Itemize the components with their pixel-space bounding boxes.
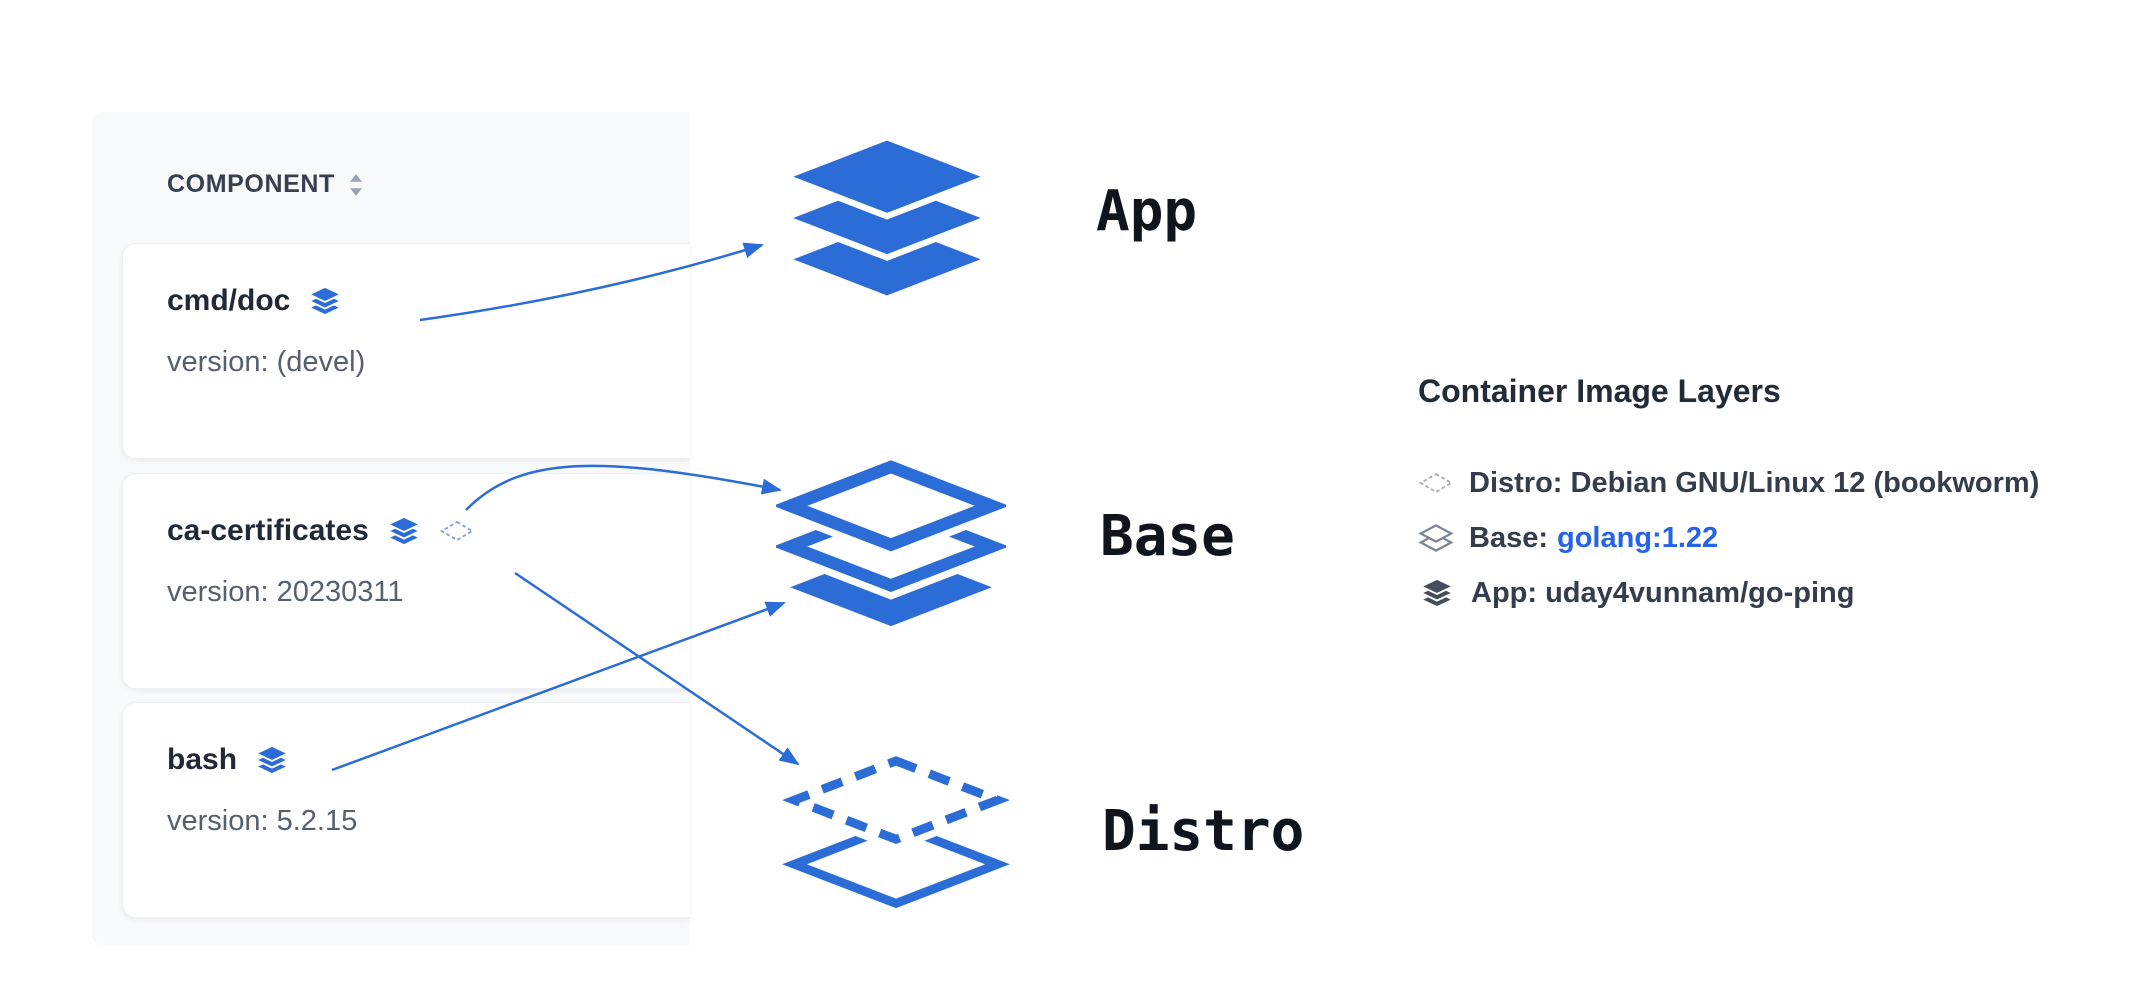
- component-name: cmd/doc: [167, 284, 291, 317]
- sort-updown-icon[interactable]: [347, 173, 365, 197]
- legend: Container Image Layers Distro: Debian GN…: [1418, 372, 2118, 610]
- layers-solid-icon: [307, 285, 344, 317]
- layers-solid-icon: [1418, 577, 1456, 609]
- base-layer-stack-icon: [776, 458, 1006, 627]
- component-name: bash: [167, 743, 238, 776]
- legend-item-app: App: uday4vunnam/go-ping: [1418, 576, 2118, 610]
- app-layer-stack-icon: [775, 133, 999, 303]
- legend-title: Container Image Layers: [1418, 373, 1781, 409]
- stack-label-distro: Distro: [1102, 799, 1305, 864]
- component-name: ca-certificates: [167, 514, 369, 547]
- golang-version-link[interactable]: golang:1.22: [1557, 521, 1719, 554]
- layers-solid-icon: [253, 744, 291, 776]
- component-row-ca-certificates[interactable]: ca-certificates version: 20230311: [122, 473, 690, 689]
- stack-label-app: App: [1096, 179, 1198, 244]
- diamond-dashed-icon: [439, 520, 474, 542]
- component-panel: COMPONENT cmd/doc version: (devel) ca-ce…: [92, 112, 690, 945]
- legend-distro-text: Distro: Debian GNU/Linux 12 (bookworm): [1469, 466, 2040, 499]
- component-row-bash[interactable]: bash version: 5.2.15: [122, 702, 690, 918]
- component-row-cmd-doc[interactable]: cmd/doc version: (devel): [122, 243, 690, 459]
- component-column-label: COMPONENT: [167, 170, 335, 198]
- legend-app-text: App: uday4vunnam/go-ping: [1471, 576, 1855, 609]
- component-version: version: 5.2.15: [167, 805, 358, 837]
- legend-item-distro: Distro: Debian GNU/Linux 12 (bookworm): [1418, 466, 2118, 500]
- component-version: version: 20230311: [167, 576, 404, 608]
- component-version: version: (devel): [167, 346, 366, 378]
- layers-outline-icon: [1418, 524, 1454, 552]
- distro-layer-stack-icon: [780, 752, 1012, 909]
- diamond-dashed-icon: [1418, 472, 1454, 494]
- legend-base-prefix: Base:: [1469, 521, 1548, 554]
- legend-item-base: Base: golang:1.22: [1418, 521, 2118, 555]
- stack-label-base: Base: [1100, 504, 1235, 569]
- component-column-header[interactable]: COMPONENT: [167, 170, 365, 199]
- layers-solid-icon: [385, 515, 423, 547]
